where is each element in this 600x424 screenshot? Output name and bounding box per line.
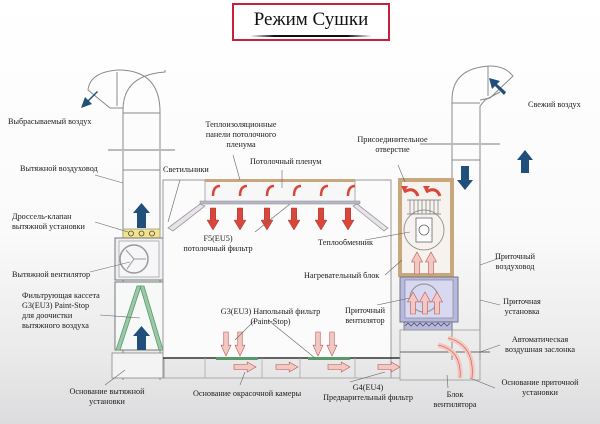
filter-cassette: [114, 281, 164, 351]
supply-up-arrow: [430, 291, 444, 315]
supply-unit-frame: [399, 329, 481, 381]
floor-right-arrows: [233, 361, 401, 373]
label-exhaust-air: Выбрасываемый воздух: [8, 117, 92, 126]
curved-arrow: [211, 184, 221, 197]
diagram-title: Режим Сушки: [253, 9, 369, 30]
exhaust-duct: [87, 69, 175, 380]
booth-floor: [163, 357, 400, 379]
fresh-air-arrow: [489, 78, 506, 95]
curved-arrow: [292, 184, 302, 197]
floor-down-arrow: [220, 331, 232, 357]
lamps: [167, 203, 389, 232]
supply-up-arrow: [418, 291, 432, 315]
supply-duct: [420, 65, 514, 360]
heating-block: [398, 178, 454, 277]
pre-filter: [403, 321, 453, 331]
ceiling-plenum: [204, 179, 356, 203]
floor-right-arrow: [327, 361, 351, 373]
leader-lines: [89, 154, 501, 389]
label-heating-block: Нагревательный блок: [304, 271, 380, 280]
floor-right-arrow: [233, 361, 257, 373]
floor-right-arrow: [275, 361, 299, 373]
title-underline: [250, 35, 372, 37]
label-heat-exchanger: Теплообменник: [318, 238, 374, 247]
floor-down-arrow: [234, 331, 246, 357]
fresh-air-up-arrow: [517, 150, 533, 173]
label-exhaust-duct: Вытяжной воздуховод: [20, 164, 98, 173]
supply-up-arrows: [406, 251, 444, 315]
floor-right-arrow: [377, 361, 401, 373]
label-ceiling-filter: F5(EU5)потолочный фильтр: [183, 234, 253, 253]
label-pre-filter: G4(EU4)Предварительный фильтр: [323, 383, 413, 402]
exhaust-fan: [114, 237, 164, 281]
ceiling-filter: [199, 200, 361, 205]
exhaust-up-arrow-lower: [133, 326, 150, 350]
label-exhaust-fan: Вытяжной вентилятор: [12, 270, 91, 279]
ceiling-down-arrows: [206, 207, 355, 231]
label-lamps: Светильники: [163, 165, 209, 174]
exhaust-up-arrow-upper: [133, 203, 150, 228]
down-arrow: [287, 207, 301, 231]
down-arrow: [314, 207, 328, 231]
supply-up-arrow: [410, 251, 424, 275]
throttle-valve: [122, 228, 161, 239]
plenum-arrows: [211, 184, 356, 197]
down-arrow: [233, 207, 247, 231]
supply-down-arrow: [457, 166, 473, 190]
down-arrow: [341, 207, 355, 231]
down-arrow: [206, 207, 220, 231]
exhaust-base: [111, 352, 165, 379]
supply-up-arrow: [406, 291, 420, 315]
intake-curved-arrows: [437, 335, 475, 379]
label-ceiling-plenum: Потолочный пленум: [250, 157, 322, 166]
curved-arrow: [319, 184, 329, 197]
label-floor-filter: G3(EU3) Напольный фильтр(Paint-Stop): [220, 307, 321, 326]
curved-arrow: [346, 184, 356, 197]
supply-fan: [399, 276, 459, 323]
floor-down-arrows: [220, 331, 338, 357]
supply-up-arrow: [424, 251, 438, 275]
label-booth-base: Основание окрасочной камеры: [193, 389, 302, 398]
curved-arrow: [238, 184, 248, 197]
exhaust-air-arrow: [81, 91, 98, 108]
floor-down-arrow: [312, 331, 324, 357]
floor-down-arrow: [326, 331, 338, 357]
curved-arrow: [265, 184, 275, 197]
label-fresh-air: Свежий воздух: [528, 100, 581, 109]
title-box: Режим Сушки: [232, 3, 390, 41]
